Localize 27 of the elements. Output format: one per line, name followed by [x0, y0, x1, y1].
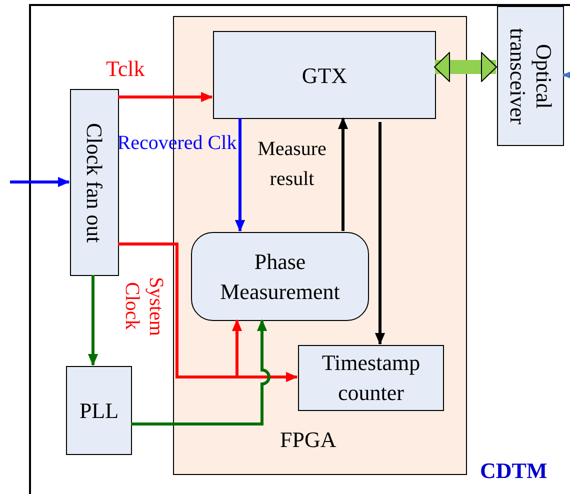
arrow [234, 118, 246, 232]
node-label: Clock fan out [81, 122, 108, 242]
arrow [374, 122, 386, 345]
rounded-process-box [191, 232, 369, 321]
edge-label: Tclk [106, 55, 145, 83]
module-box [29, 4, 570, 494]
node-label: PLL [79, 397, 119, 425]
arrow [10, 176, 70, 188]
node-label: Timestamp counter [320, 349, 422, 407]
double-block-arrow [434, 52, 497, 82]
edge-label: System Clock [120, 276, 168, 338]
node-label: Optical transceiver [504, 26, 558, 126]
arrow [562, 70, 570, 80]
node-label: FPGA [280, 426, 336, 454]
process-box [66, 366, 132, 455]
node-label: GTX [302, 62, 348, 90]
node-label: Phase Measurement [219, 248, 341, 306]
node-label: CDTM [480, 457, 548, 485]
arrow [338, 117, 348, 231]
process-box [298, 345, 444, 411]
arrow [131, 319, 270, 426]
arrow [118, 92, 213, 102]
process-box [497, 6, 564, 146]
process-box [70, 89, 119, 276]
process-box [213, 31, 436, 119]
arrow [88, 275, 98, 366]
edge-label: Measure result [256, 137, 328, 192]
